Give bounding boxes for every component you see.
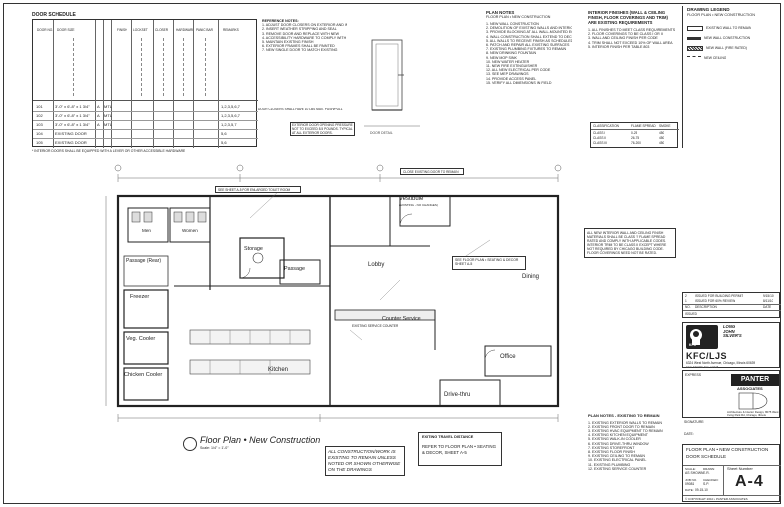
plan-notes: PLAN NOTES FLOOR PLAN • NEW CONSTRUCTION (486, 10, 551, 19)
revisions-block: 2 ISSUED FOR BUILDING PERMIT 9/15/10 1 I… (682, 292, 781, 318)
sheet-number: A-4 (735, 473, 764, 490)
door-detail-diagram: DOOR DETAIL (364, 39, 420, 135)
table-row: 105 EXISTING DOOR 5,6 (36, 141, 227, 145)
floor-plan-drawing (105, 164, 562, 422)
finish-callout-note: ALL NEW INTERIOR WALL AND CEILING FINISH… (584, 228, 676, 258)
plan-notes-existing: PLAN NOTES - EXISTING TO REMAIN 1. EXIST… (588, 414, 663, 471)
room-men: Men (142, 228, 151, 233)
room-veg-cooler: Veg. Cooler (126, 336, 156, 342)
client-block: KFC LONG JOHN SILVER'S KFC/LJS 6324 West… (682, 322, 780, 369)
finishes-notes: 1. ALL FINISHES TO MEET CLASS REQUIREMEN… (588, 28, 676, 49)
table-row: 102 3'-0" x 6'-8" x 1 3/4" A MTL 1,2,3,5… (33, 112, 258, 121)
room-vestibule: Vestibule (399, 196, 424, 202)
date-label: DATE: (684, 432, 694, 436)
room-lobby: Lobby (368, 262, 385, 268)
drawing-legend: DRAWING LEGEND FLOOR PLAN • NEW CONSTRUC… (682, 6, 779, 148)
reference-notes: REFERENCE NOTES: 1. ADJUST DOOR CLOSERS … (262, 19, 347, 53)
exiting-travel-box: EXITING TRAVEL DISTANCE REFER TO FLOOR P… (418, 432, 502, 466)
panter-logo: PANTER (731, 374, 779, 386)
architect-mark-icon (738, 392, 768, 410)
client-address: 6324 West North Avenue, Chicago, Illinoi… (686, 361, 756, 365)
finish-table: CLASSIFICATION FLAME SPREAD SMOKE CLASS … (590, 122, 679, 148)
table-row: 101 3'-0" x 6'-8" x 1 3/4" A MTL 1,2,3,5… (33, 103, 258, 112)
col-door-no: DOOR NO. (37, 28, 54, 32)
plan-scale: Scale: 1/4" = 1'-0" (200, 446, 229, 450)
signature-label: SIGNATURE: (684, 420, 705, 424)
door-note-2: EXTERIOR DOOR OPENING PRESSURE NOT TO EX… (290, 122, 355, 136)
sheet-border (3, 3, 781, 504)
client-name: KFC/LJS (686, 351, 728, 361)
table-row: 104 EXISTING DOOR 5,6 (33, 130, 258, 139)
door-schedule-table: DOOR NO. DOOR SIZE FINISH LOCKSET CLOSER… (32, 19, 258, 148)
room-freezer: Freezer (130, 294, 150, 300)
svg-text:DOOR DETAIL: DOOR DETAIL (370, 131, 393, 135)
sheet-title: FLOOR PLAN • NEW CONSTRUCTION (686, 448, 769, 452)
door-note-1: DOOR CLOSERS SHALL HAVE 10 LBS MAX. PUSH… (258, 108, 343, 111)
col-lockset: LOCKSET (133, 28, 148, 32)
door-schedule-rows: 101 3'-0" x 6'-8" x 1 3/4" A MTL 1,2,3,5… (33, 103, 258, 147)
kfc-logo: KFC (686, 325, 718, 349)
room-drive-thru: Drive-thru (444, 392, 471, 398)
plan-title: Floor Plan • New Construction (200, 435, 321, 445)
room-kitchen: Kitchen (268, 367, 289, 373)
room-vestibule-note: (EXISTING - NO CHANGES) (399, 203, 438, 207)
col-panic-bar: PANIC BAR (196, 28, 213, 32)
plan-footnote: ALL CONSTRUCTION/WORK IS EXISTING TO REM… (325, 446, 405, 476)
callout-toilet-plans: SEE SHEET A-5 FOR ENLARGED TOILET ROOM P… (215, 186, 301, 193)
room-passage-rear: Passage (Rear) (126, 258, 162, 264)
room-women: Women (182, 228, 198, 233)
sheet-title-2: DOOR SCHEDULE (686, 455, 727, 459)
callout-service-counter: EXISTING SERVICE COUNTER (352, 324, 399, 328)
room-chicken-cooler: Chicken Cooler (124, 372, 163, 378)
room-passage: Passage (284, 266, 305, 272)
room-storage: Storage (244, 246, 263, 252)
col-closer: CLOSER (155, 28, 169, 32)
table-row: 103 3'-0" x 6'-8" x 1 3/4" A MTL 1,2,3,5… (33, 121, 258, 130)
room-office: Office (500, 354, 516, 360)
plan-title-marker (183, 437, 197, 451)
title-block: FLOOR PLAN • NEW CONSTRUCTION DOOR SCHED… (682, 444, 781, 502)
colonel-icon (690, 329, 702, 345)
col-hardware: HARDWARE (176, 28, 195, 32)
col-finish: FINISH (117, 28, 128, 32)
room-counter-service: Counter Service (382, 316, 421, 322)
architect-block: EXPRESS PANTER ASSOCIATES Architecture &… (682, 370, 780, 418)
room-dining: Dining (522, 274, 540, 280)
ljs-logo: LONG JOHN SILVER'S (723, 325, 742, 339)
door-schedule-title: DOOR SCHEDULE (32, 12, 76, 18)
client-store: KFC STORE NO. 12345 (686, 365, 719, 369)
callout-close-door: CLOSE EXISTING DOOR TO REMAIN (400, 168, 464, 175)
col-remarks: REMARKS (223, 28, 239, 32)
interior-finishes: INTERIOR FINISHES (WALL & CEILING FINISH… (588, 10, 668, 25)
callout-seating-decor: SEE FLOOR PLAN • SEATING & DECOR SHEET A… (452, 256, 526, 270)
col-door-size: DOOR SIZE (57, 28, 75, 32)
door-schedule: DOOR SCHEDULE (32, 12, 257, 18)
door-schedule-footnote: * INTERIOR DOORS SHALL BE EQUIPPED WITH … (32, 149, 186, 153)
